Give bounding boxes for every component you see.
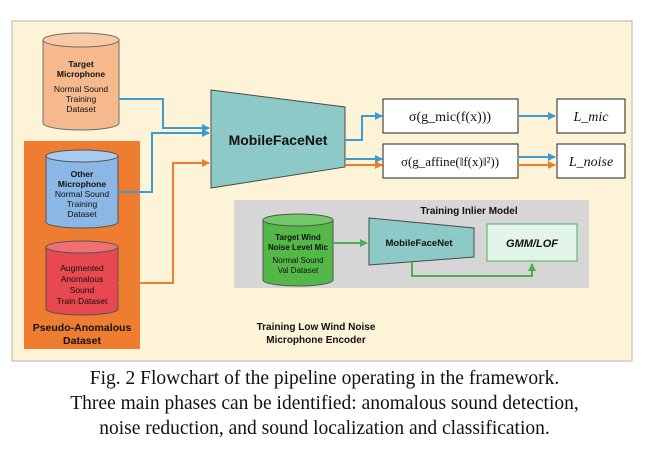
target-mic-sub-2: Training [66, 94, 97, 104]
pseudo-anomalous-label-1: Pseudo-Anomalous [33, 322, 132, 334]
sigma-mic-box [382, 98, 519, 134]
other-microphone-cylinder: Other Microphone Normal Sound Training D… [45, 149, 119, 229]
augmented-label-4: Train Dataset [57, 296, 108, 306]
augmented-label-3: Sound [70, 285, 95, 295]
other-mic-title-1: Other [71, 169, 94, 179]
gmm-lof-box [486, 223, 578, 262]
augmented-label-1: Augmented [60, 263, 104, 273]
pseudo-anomalous-label-2: Dataset [63, 335, 101, 347]
wind-sub-1: Normal Sound [272, 256, 323, 265]
figure-caption-line-2: Three main phases can be identified: ano… [70, 393, 579, 414]
encoder-caption-1: Training Low Wind Noise [257, 322, 376, 333]
figure-caption-line-1: Fig. 2 Flowchart of the pipeline operati… [89, 368, 560, 389]
wind-sub-2: Val Dataset [278, 266, 320, 275]
augmented-arrow [118, 159, 210, 284]
mobilefacenet-encoder [210, 89, 346, 189]
target-mic-arrow [119, 98, 210, 132]
augmented-label-2: Anomalous [61, 274, 104, 284]
target-mic-sub-3: Dataset [66, 104, 96, 114]
loss-mic-label: L_mic [573, 110, 610, 125]
sigma-affine-box [382, 143, 519, 179]
other-mic-sub-3: Dataset [67, 209, 97, 219]
other-mic-title-2: Microphone [58, 179, 106, 189]
target-microphone-cylinder: Target Microphone Normal Sound Training … [42, 32, 120, 131]
other-mic-sub-2: Training [67, 199, 98, 209]
inlier-model-title: Training Inlier Model [420, 206, 517, 217]
flowchart-diagram: Target Microphone Normal Sound Training … [11, 20, 633, 362]
augmented-anomalous-cylinder: Augmented Anomalous Sound Train Dataset [45, 240, 119, 316]
inlier-encoder-label: MobileFaceNet [385, 238, 453, 249]
wind-title-1: Target Wind [275, 233, 321, 242]
wind-title-2: Noise Level Mic [268, 243, 329, 252]
sigma-affine-formula: σ(g_affine(‖f(x)‖²)) [401, 154, 499, 169]
target-mic-sub-1: Normal Sound [54, 84, 109, 94]
figure-caption-line-3: noise reduction, and sound localization … [99, 418, 550, 439]
loss-mic-box [556, 98, 626, 134]
inlier-mobilefacenet-encoder [368, 217, 475, 266]
target-mic-title-2: Microphone [57, 69, 105, 79]
gmm-lof-label: GMM/LOF [506, 238, 558, 250]
encoder-to-gmm-arrow [411, 262, 536, 277]
target-wind-cylinder: Target Wind Noise Level Mic Normal Sound… [262, 213, 334, 287]
target-mic-title-1: Target [68, 59, 94, 69]
loss-noise-label: L_noise [568, 155, 613, 170]
encoder-to-mic-head-arrow [345, 112, 383, 141]
other-mic-arrow [118, 129, 210, 193]
encoder-caption-2: Microphone Encoder [266, 335, 366, 346]
sigma-mic-formula: σ(g_mic(f(x))) [409, 110, 492, 125]
loss-noise-box [556, 143, 626, 179]
encoder-label: MobileFaceNet [229, 132, 328, 148]
other-mic-sub-1: Normal Sound [55, 189, 110, 199]
